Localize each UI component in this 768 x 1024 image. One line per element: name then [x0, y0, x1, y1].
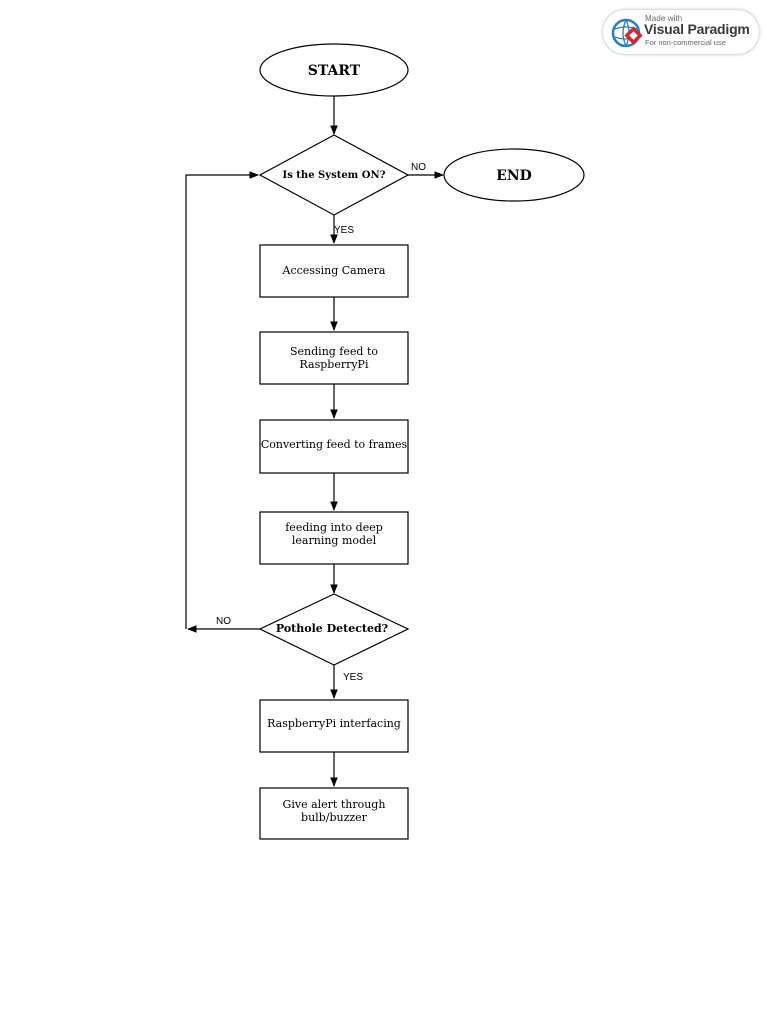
raspberrypi-interfacing-label: RaspberryPi interfacing: [267, 717, 401, 730]
edge-label-system-no: NO: [411, 162, 426, 173]
start-label: START: [308, 63, 361, 79]
sending-feed-label-line2: RaspberryPi: [300, 358, 369, 371]
process-feeding-model: feeding into deep learning model: [259, 511, 409, 565]
process-accessing-camera: Accessing Camera: [259, 244, 409, 298]
decision-pothole: Pothole Detected?: [258, 593, 410, 666]
process-raspberrypi-interfacing: RaspberryPi interfacing: [259, 699, 409, 753]
accessing-camera-label: Accessing Camera: [282, 264, 386, 277]
edge-loop-back-to-decision: [185, 171, 259, 629]
give-alert-label-line2: bulb/buzzer: [301, 811, 368, 824]
edge-label-pothole-yes: YES: [343, 672, 363, 683]
end-node: END: [443, 148, 585, 202]
start-node: START: [259, 43, 409, 97]
converting-feed-label: Converting feed to frames: [261, 438, 408, 451]
end-label: END: [496, 168, 532, 184]
process-converting-feed: Converting feed to frames: [259, 419, 409, 474]
edges: [185, 96, 444, 787]
visual-paradigm-logo-icon: [611, 18, 643, 48]
sending-feed-label-line1: Sending feed to: [290, 345, 378, 358]
visual-paradigm-watermark: Made with Visual Paradigm For non-commer…: [603, 10, 759, 54]
watermark-made-with: Made with: [645, 14, 683, 23]
watermark-brand: Visual Paradigm: [644, 21, 750, 37]
process-sending-feed: Sending feed to RaspberryPi: [259, 331, 409, 385]
decision-pothole-label: Pothole Detected?: [276, 622, 388, 635]
watermark-subtitle: For non-commercial use: [645, 38, 726, 47]
feeding-model-label-line1: feeding into deep: [285, 521, 383, 534]
give-alert-label-line1: Give alert through: [283, 798, 386, 811]
process-give-alert: Give alert through bulb/buzzer: [259, 787, 409, 840]
feeding-model-label-line2: learning model: [292, 534, 377, 547]
decision-system-on: Is the System ON?: [258, 134, 410, 216]
decision-system-on-label: Is the System ON?: [283, 170, 386, 181]
edge-label-system-yes: YES: [334, 225, 354, 236]
edge-label-pothole-no: NO: [216, 616, 231, 627]
